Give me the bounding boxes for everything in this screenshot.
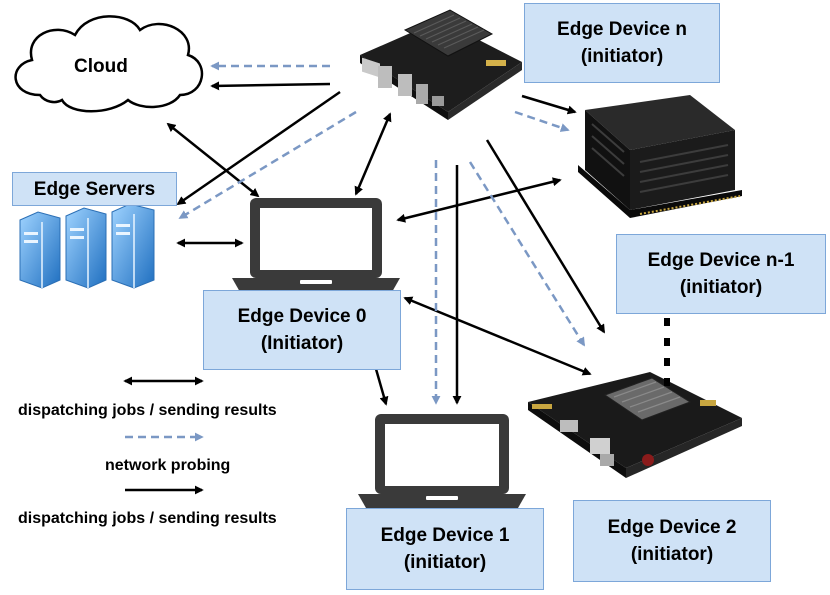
device-name: Edge Device 2 xyxy=(607,517,737,538)
device-name: Edge Device n-1 xyxy=(647,250,795,271)
arrow-devn-to-gpu xyxy=(521,94,577,115)
device-role: (initiator) xyxy=(403,552,487,573)
probe-devn-to-dev2 xyxy=(468,161,586,347)
arrow-devn-to-cloud xyxy=(210,81,331,91)
device-name: Edge Device n xyxy=(557,19,687,40)
edge-device-0-box: Edge Device 0 (Initiator) xyxy=(203,290,401,370)
cloud-icon xyxy=(14,15,204,113)
device-role: (initiator) xyxy=(630,544,714,565)
edge-device-n1-box: Edge Device n-1 (initiator) xyxy=(616,234,826,314)
server-rack-icon xyxy=(19,203,155,289)
arrow-laptop0-devn xyxy=(354,112,392,196)
legend-unidirectional-label: dispatching jobs / sending results xyxy=(18,510,277,527)
device-role: (Initiator) xyxy=(260,333,344,354)
cloud-label: Cloud xyxy=(74,56,128,77)
legend-probing-label: network probing xyxy=(105,457,231,474)
dev-board-icon xyxy=(528,372,742,478)
edge-device-1-box: Edge Device 1 (initiator) xyxy=(346,508,544,590)
gpu-module-icon xyxy=(578,95,742,218)
arrow-devn-to-servers xyxy=(176,90,341,206)
legend-bidirectional-label: dispatching jobs / sending results xyxy=(18,402,277,419)
edge-device-2-box: Edge Device 2 (initiator) xyxy=(573,500,771,582)
laptop-icon xyxy=(358,414,526,508)
edge-servers-title: Edge Servers xyxy=(33,178,156,200)
device-name: Edge Device 0 xyxy=(237,306,367,327)
device-name: Edge Device 1 xyxy=(380,525,510,546)
edge-device-n-box: Edge Device n (initiator) xyxy=(524,3,720,83)
edge-servers-label: Edge Servers xyxy=(12,172,177,206)
arrow-laptop0-gpu xyxy=(396,177,562,223)
arrow-cloud-laptop0 xyxy=(166,122,260,198)
dev-board-icon xyxy=(360,9,522,120)
ellipsis-dots xyxy=(664,318,670,386)
device-role: (initiator) xyxy=(679,277,763,298)
device-role: (initiator) xyxy=(580,46,664,67)
probe-devn-to-servers xyxy=(178,110,357,220)
probe-devn-to-gpu xyxy=(514,110,570,132)
laptop-icon xyxy=(232,198,400,292)
